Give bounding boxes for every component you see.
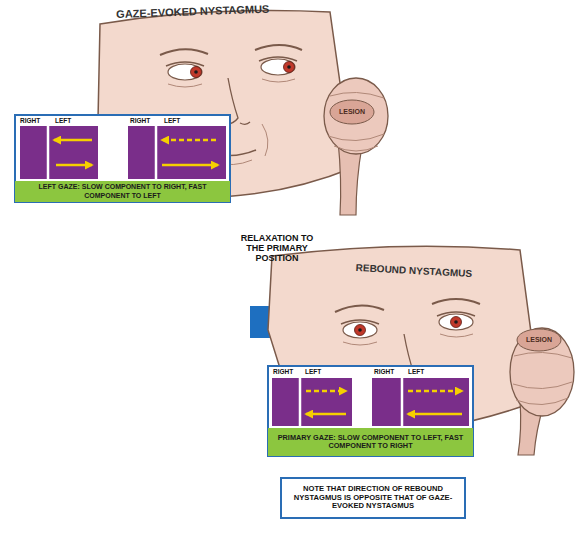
slow-arrow [306,390,346,393]
slow-arrow [162,139,216,142]
eyelid [437,312,475,316]
iris [451,317,462,328]
side-label: LEFT [55,117,71,124]
pupil [194,70,198,74]
band-text: PRIMARY GAZE: SLOW COMPONENT TO LEFT, FA… [274,434,467,451]
eye-position-block [272,378,352,426]
eyebrow [255,45,302,50]
eye-bag [262,79,295,82]
panel-frame [15,115,230,202]
cerebellum [510,328,574,416]
side-label: RIGHT [20,117,40,124]
eyelid [259,57,297,61]
note-box: NOTE THAT DIRECTION OF REBOUND NYSTAGMUS… [280,477,466,519]
side-label: LEFT [305,368,321,375]
eye [168,64,202,80]
fast-arrow [56,164,92,167]
midline [47,126,50,179]
cerebellum [324,78,388,154]
iris [284,62,295,73]
lesion-area [517,329,561,351]
midline [155,126,158,179]
panel-frame [268,366,473,456]
cerebellar-folia [513,352,572,404]
side-label: RIGHT [130,117,150,124]
eyebrow [432,299,480,304]
eye [261,59,295,75]
side-label: LEFT [408,368,424,375]
side-label: RIGHT [374,368,394,375]
eye [439,314,473,330]
eyebrow [160,49,208,55]
eye-bag [168,84,202,87]
pupil [358,328,362,332]
fast-arrow [408,413,462,416]
band-text: LEFT GAZE: SLOW COMPONENT TO RIGHT, FAST… [19,183,226,199]
eyelid [341,320,379,324]
face-cutout [98,11,352,198]
pupil [454,320,458,324]
eyebrow [335,305,384,312]
fast-arrow [54,139,92,142]
face-cutout [268,246,540,435]
note-text: NOTE THAT DIRECTION OF REBOUND NYSTAGMUS… [288,485,458,511]
midline [401,378,404,426]
fast-arrow [306,413,346,416]
eyelid [166,62,204,66]
eye-position-block [20,126,98,179]
eye-bag [343,342,377,345]
lesion-label: LESION [332,108,372,116]
slow-arrow [408,390,462,393]
side-label: LEFT [164,117,180,124]
lesion-label: LESION [519,336,559,344]
eye-bag [440,334,473,337]
side-label: RIGHT [273,368,293,375]
arrow-caption: RELAXATION TO THE PRIMARY POSITION [232,234,322,264]
pupil [287,65,291,69]
caption-band: LEFT GAZE: SLOW COMPONENT TO RIGHT, FAST… [15,181,230,202]
cerebellar-folia [328,92,384,151]
lesion-area [330,100,374,124]
caption-band: PRIMARY GAZE: SLOW COMPONENT TO LEFT, FA… [268,428,473,456]
fast-arrow [162,164,218,167]
midline [299,378,302,426]
figure-heading: GAZE-EVOKED NYSTAGMUS [116,3,270,20]
iris [355,325,366,336]
iris [191,67,202,78]
figure-heading: REBOUND NYSTAGMUS [355,262,472,279]
eye-position-block [372,378,469,426]
eye [343,322,377,338]
eye-position-block [128,126,226,179]
